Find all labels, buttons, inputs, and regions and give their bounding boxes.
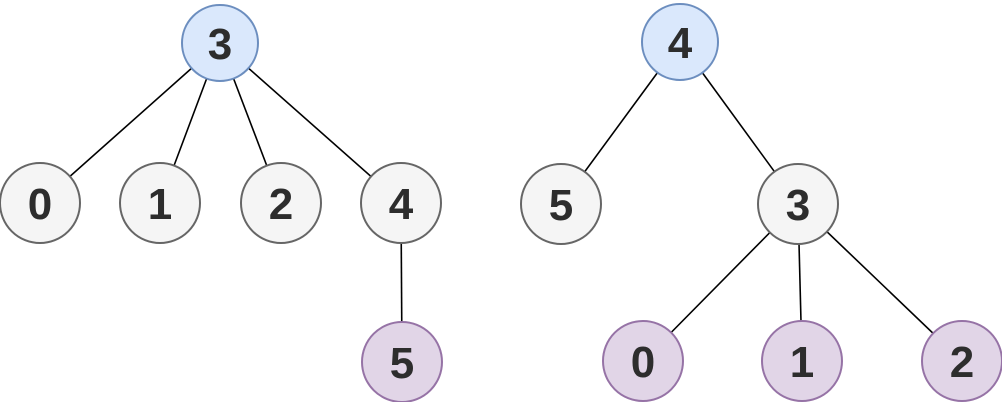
left-tree: 3 0 1 2 4 5 <box>0 4 443 402</box>
node-label: 0 <box>28 180 52 229</box>
node-label: 4 <box>389 180 414 229</box>
node-circle <box>119 162 201 244</box>
node-circle <box>240 162 322 244</box>
node-circle <box>921 320 1002 402</box>
tree-node-left-tree-1: 1 <box>119 162 201 244</box>
node-label: 5 <box>549 181 573 230</box>
node-circle <box>520 163 602 245</box>
node-circle <box>761 320 843 402</box>
node-label: 1 <box>148 180 172 229</box>
tree-node-right-tree-1: 1 <box>761 320 843 402</box>
node-circle <box>757 163 839 245</box>
tree-node-left-tree-5: 5 <box>361 321 443 402</box>
node-label: 3 <box>208 20 232 69</box>
tree-node-right-tree-5: 5 <box>520 163 602 245</box>
node-circle <box>181 4 259 82</box>
right-tree: 4 5 3 0 1 2 <box>520 3 1002 402</box>
node-label: 2 <box>269 180 293 229</box>
node-label: 0 <box>631 338 655 387</box>
tree-node-left-tree-2: 2 <box>240 162 322 244</box>
tree-node-left-tree-4: 4 <box>360 162 442 244</box>
node-label: 5 <box>390 339 414 388</box>
tree-node-right-tree-2: 2 <box>921 320 1002 402</box>
node-circle <box>602 320 684 402</box>
node-circle <box>360 162 442 244</box>
node-label: 2 <box>950 338 974 387</box>
node-label: 1 <box>790 338 814 387</box>
node-circle <box>0 162 81 244</box>
node-label: 4 <box>668 19 693 68</box>
tree-node-left-tree-0: 0 <box>0 162 81 244</box>
tree-node-right-tree-3: 3 <box>757 163 839 245</box>
node-circle <box>361 321 443 402</box>
node-label: 3 <box>786 181 810 230</box>
tree-node-right-tree-4: 4 <box>641 3 719 81</box>
tree-node-left-tree-3: 3 <box>181 4 259 82</box>
tree-node-right-tree-0: 0 <box>602 320 684 402</box>
node-circle <box>641 3 719 81</box>
